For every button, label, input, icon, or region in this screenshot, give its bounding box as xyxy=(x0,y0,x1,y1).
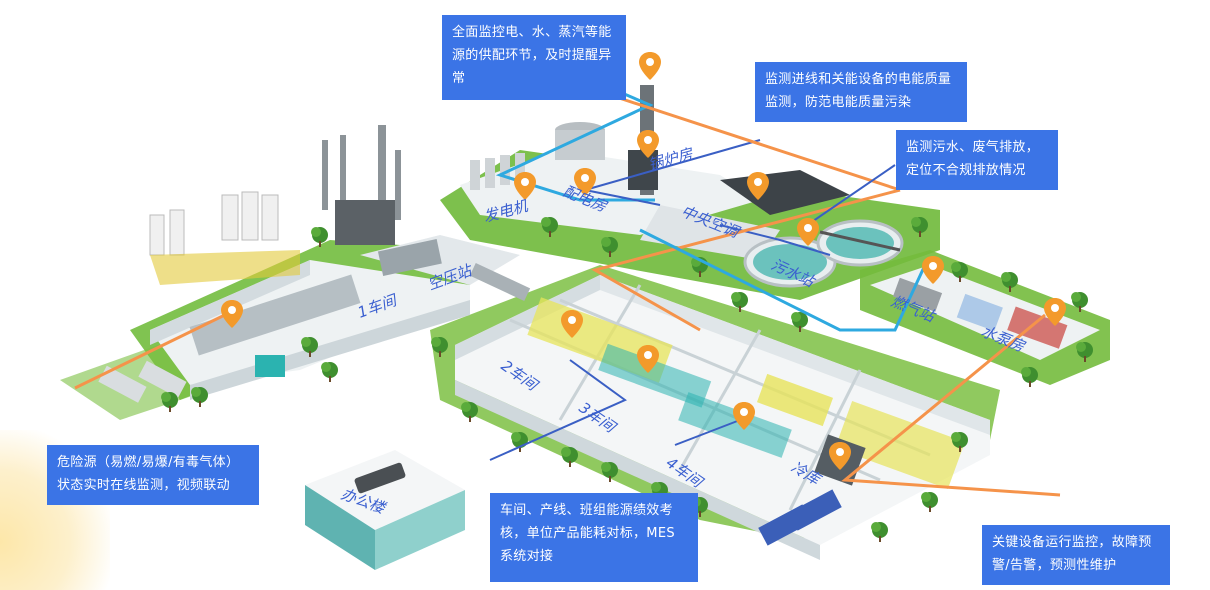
silo-towers xyxy=(149,125,401,285)
callout-emission: 监测污水、废气排放，定位不合规排放情况 xyxy=(896,130,1058,190)
air-compressor-block xyxy=(360,235,531,302)
pin-chimney-icon xyxy=(639,52,661,80)
callout-hazard: 危险源（易燃/易爆/有毒气体）状态实时在线监测，视频联动 xyxy=(47,445,259,505)
callout-power-quality-text: 监测进线和关能设备的电能质量监测，防范电能质量污染 xyxy=(765,72,952,110)
callout-energy-supply-text: 全面监控电、水、蒸汽等能源的供配环节，及时提醒异常 xyxy=(452,25,612,86)
callout-workshop-kpi: 车间、产线、班组能源绩效考核，单位产品能耗对标，MES系统对接 xyxy=(490,493,698,582)
gas-pump-block xyxy=(870,265,1100,360)
callout-equipment: 关键设备运行监控，故障预警/告警，预测性维护 xyxy=(982,525,1170,585)
callout-power-quality: 监测进线和关能设备的电能质量监测，防范电能质量污染 xyxy=(755,62,967,122)
callout-workshop-kpi-text: 车间、产线、班组能源绩效考核，单位产品能耗对标，MES系统对接 xyxy=(500,503,675,564)
callout-hazard-text: 危险源（易燃/易爆/有毒气体）状态实时在线监测，视频联动 xyxy=(57,455,240,493)
boiler-complex xyxy=(460,85,850,260)
sewage-tanks xyxy=(743,219,904,288)
connector-lines xyxy=(74,73,1061,497)
callout-equipment-text: 关键设备运行监控，故障预警/告警，预测性维护 xyxy=(992,535,1152,573)
main-workshop-block xyxy=(455,275,990,560)
trucks xyxy=(98,360,842,546)
callout-energy-supply: 全面监控电、水、蒸汽等能源的供配环节，及时提醒异常 xyxy=(442,15,626,100)
office-building xyxy=(305,450,465,570)
callout-emission-text: 监测污水、废气排放，定位不合规排放情况 xyxy=(906,140,1040,178)
